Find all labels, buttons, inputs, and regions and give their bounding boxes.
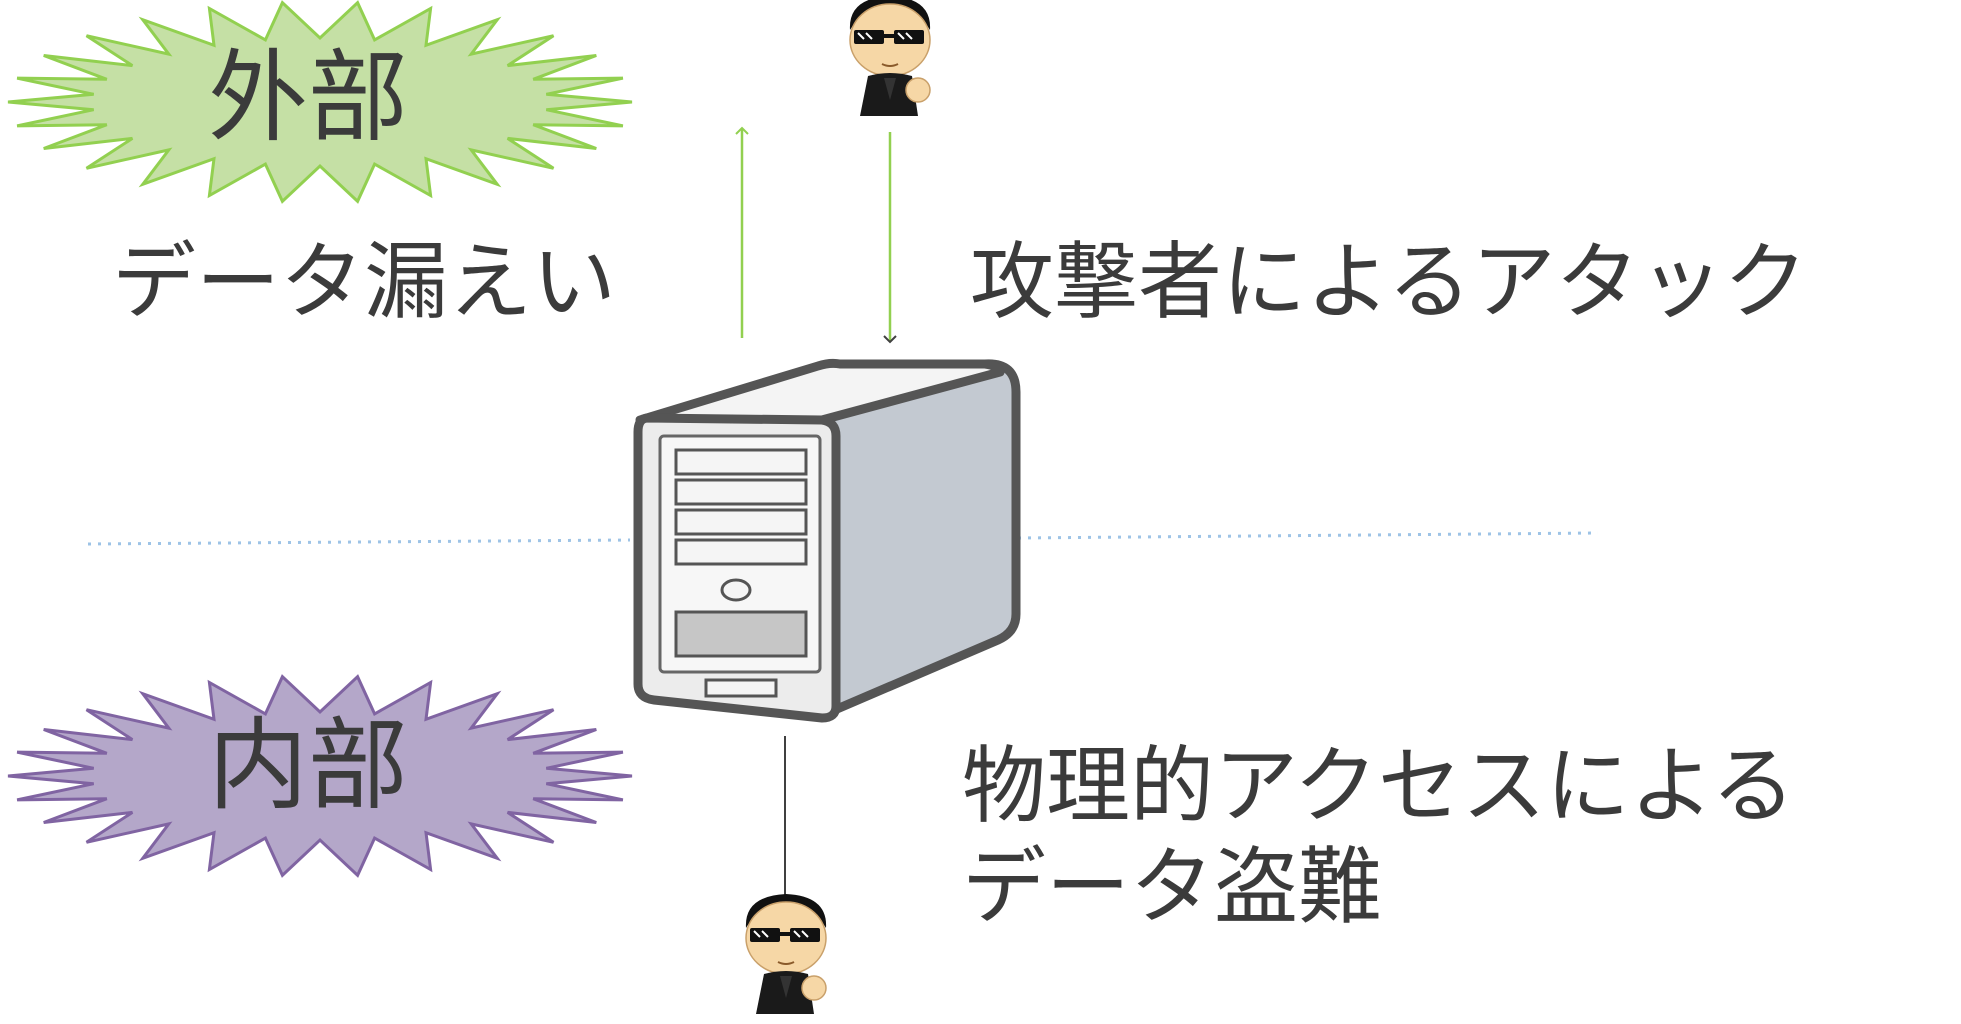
server-tower-icon bbox=[633, 358, 1021, 723]
boundary-line-right bbox=[1017, 531, 1599, 540]
external-attacker-icon bbox=[848, 0, 932, 117]
physical-theft-label: 物理的アクセスによる データ盗難 bbox=[962, 736, 1795, 938]
boundary-line-left bbox=[87, 538, 631, 546]
external-zone-label: 外部 bbox=[208, 39, 408, 156]
internal-attacker-icon bbox=[744, 893, 828, 1015]
attacker-attack-label: 攻撃者によるアタック bbox=[970, 233, 1808, 331]
internal-zone-starburst bbox=[7, 674, 633, 878]
internal-zone-label: 内部 bbox=[208, 707, 408, 824]
external-zone-starburst bbox=[7, 0, 633, 204]
physical-theft-label-line1: 物理的アクセスによる bbox=[962, 737, 1796, 835]
data-leak-label: データ漏えい bbox=[112, 233, 617, 331]
physical-theft-label-line2: データ盗難 bbox=[962, 837, 1383, 936]
